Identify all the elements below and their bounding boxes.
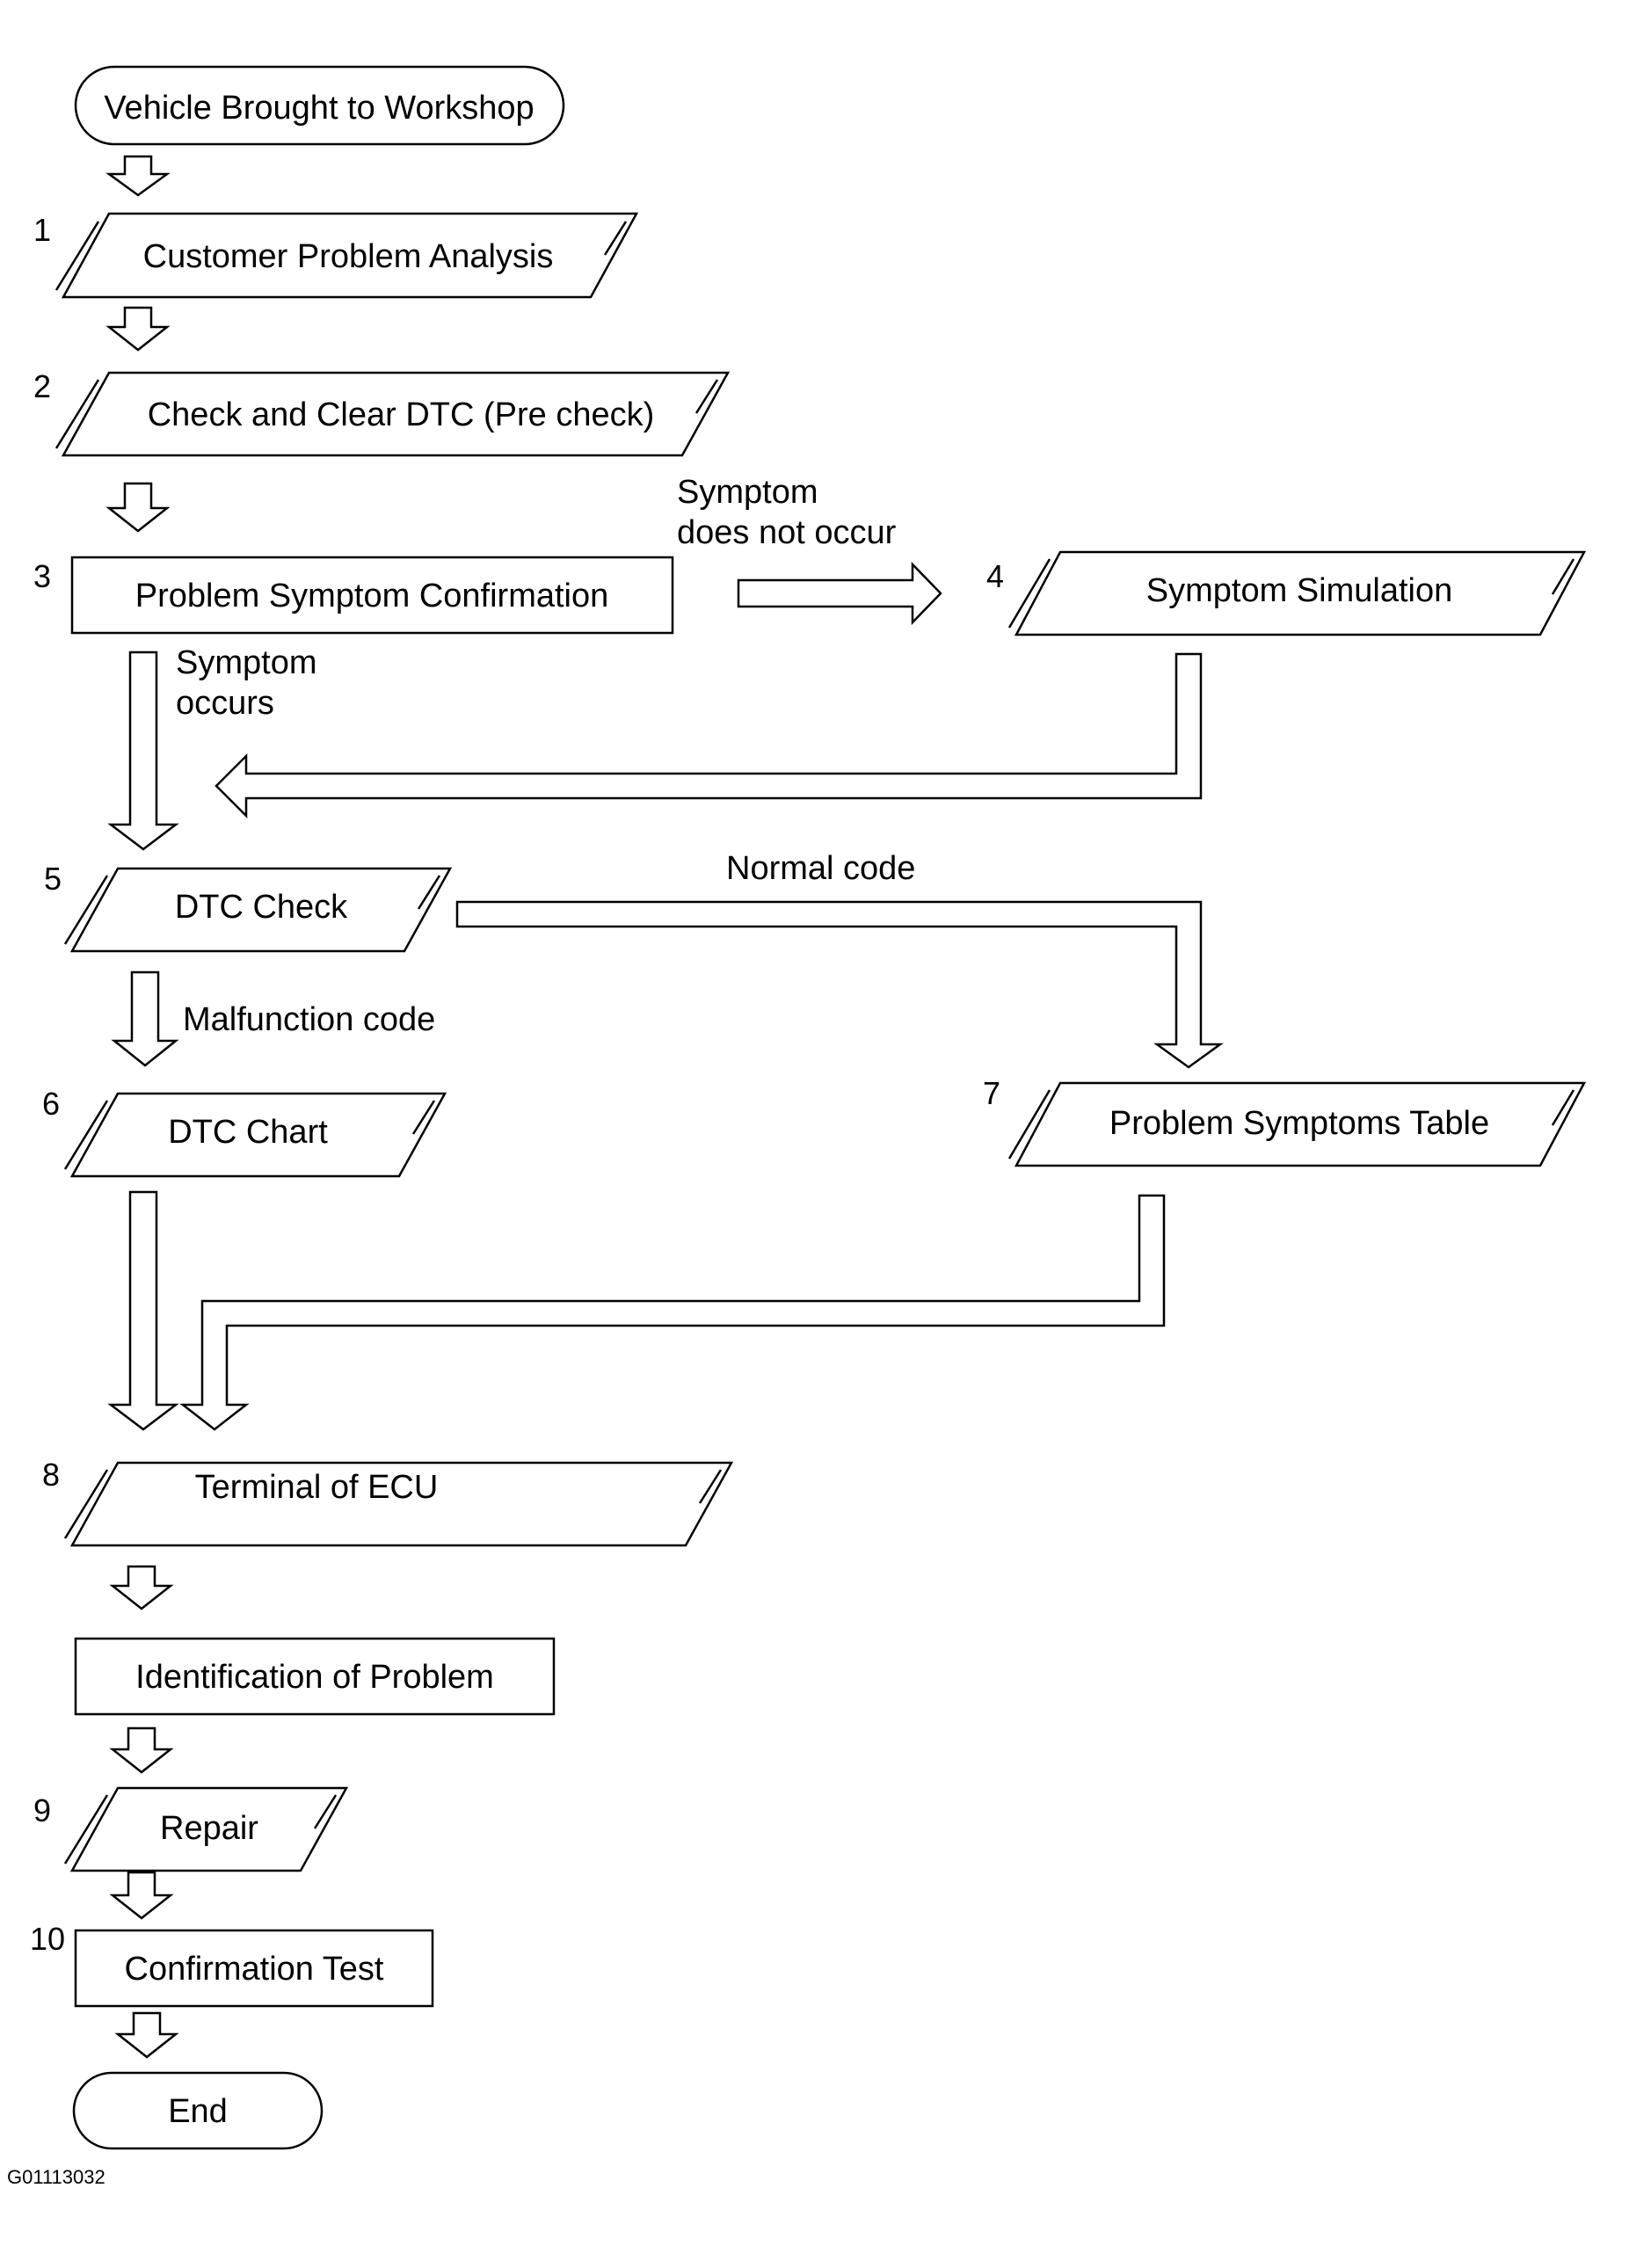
edge-label-symptom-not-occur-line1: Symptom	[677, 474, 818, 511]
end-label: End	[168, 2093, 228, 2130]
step-number-6: 6	[42, 1086, 60, 1122]
arrow-10-to-end	[114, 2011, 179, 2059]
figure-id: G01113032	[7, 2166, 105, 2188]
edge-label-normal-code: Normal code	[726, 850, 915, 887]
arrow-6-to-8	[107, 1190, 179, 1431]
edge-label-symptom-not-occur-line2: does not occur	[677, 514, 897, 551]
arrow-2-to-3	[105, 482, 171, 533]
step-number-7: 7	[983, 1075, 1000, 1111]
step-4-label: Symptom Simulation	[1146, 572, 1452, 609]
arrow-4-return	[215, 652, 1203, 819]
step-3-problem-symptom-confirmation: Problem Symptom Confirmation	[70, 556, 674, 635]
start-node: Vehicle Brought to Workshop	[74, 65, 565, 146]
arrow-7-to-8	[179, 1194, 1166, 1431]
step-number-2: 2	[33, 368, 51, 404]
step-6-dtc-chart: DTC Chart	[63, 1092, 447, 1178]
identification-of-problem: Identification of Problem	[74, 1637, 556, 1716]
step-7-problem-symptoms-table: Problem Symptoms Table	[1007, 1081, 1587, 1167]
end-node: End	[72, 2071, 324, 2150]
step-9-repair: Repair	[63, 1786, 349, 1872]
arrow-start-to-1	[105, 155, 171, 197]
step-1-customer-problem-analysis: Customer Problem Analysis	[55, 212, 639, 299]
step-5-dtc-check: DTC Check	[63, 867, 453, 953]
edge-label-symptom-occurs-line2: occurs	[176, 685, 274, 722]
step-number-5: 5	[44, 861, 62, 897]
step-10-label: Confirmation Test	[125, 1951, 384, 1988]
step-number-4: 4	[986, 558, 1004, 594]
arrow-5-to-7	[455, 900, 1224, 1069]
edge-label-malfunction-code: Malfunction code	[183, 1001, 435, 1038]
edge-label-symptom-occurs-line1: Symptom	[176, 644, 316, 681]
arrow-1-to-2	[105, 306, 171, 352]
step-1-label: Customer Problem Analysis	[143, 238, 554, 275]
step-10-confirmation-test: Confirmation Test	[74, 1929, 434, 2008]
step-8-terminal-of-ecu: Terminal of ECU	[63, 1461, 734, 1547]
step-2-label: Check and Clear DTC (Pre check)	[148, 396, 655, 433]
start-label: Vehicle Brought to Workshop	[104, 90, 534, 127]
arrow-9-to-10	[109, 1871, 174, 1920]
step-6-label: DTC Chart	[168, 1114, 328, 1151]
step-2-check-clear-dtc: Check and Clear DTC (Pre check)	[55, 371, 731, 457]
step-number-9: 9	[33, 1792, 51, 1828]
step-4-symptom-simulation: Symptom Simulation	[1007, 550, 1587, 636]
step-9-label: Repair	[160, 1810, 258, 1847]
step-5-label: DTC Check	[175, 889, 348, 926]
step-number-3: 3	[33, 558, 51, 594]
step-8-label: Terminal of ECU	[195, 1469, 439, 1506]
arrow-3-to-5	[107, 651, 179, 851]
step-number-1: 1	[33, 212, 51, 248]
step-7-label: Problem Symptoms Table	[1109, 1105, 1489, 1142]
arrow-8-to-identification	[109, 1565, 174, 1610]
step-number-10: 10	[30, 1921, 65, 1957]
arrow-5-to-6	[111, 970, 179, 1067]
arrow-identification-to-9	[109, 1726, 174, 1774]
step-number-8: 8	[42, 1457, 60, 1493]
identification-label: Identification of Problem	[135, 1659, 494, 1696]
step-3-label: Problem Symptom Confirmation	[135, 578, 609, 614]
arrow-3-to-4	[737, 561, 942, 626]
